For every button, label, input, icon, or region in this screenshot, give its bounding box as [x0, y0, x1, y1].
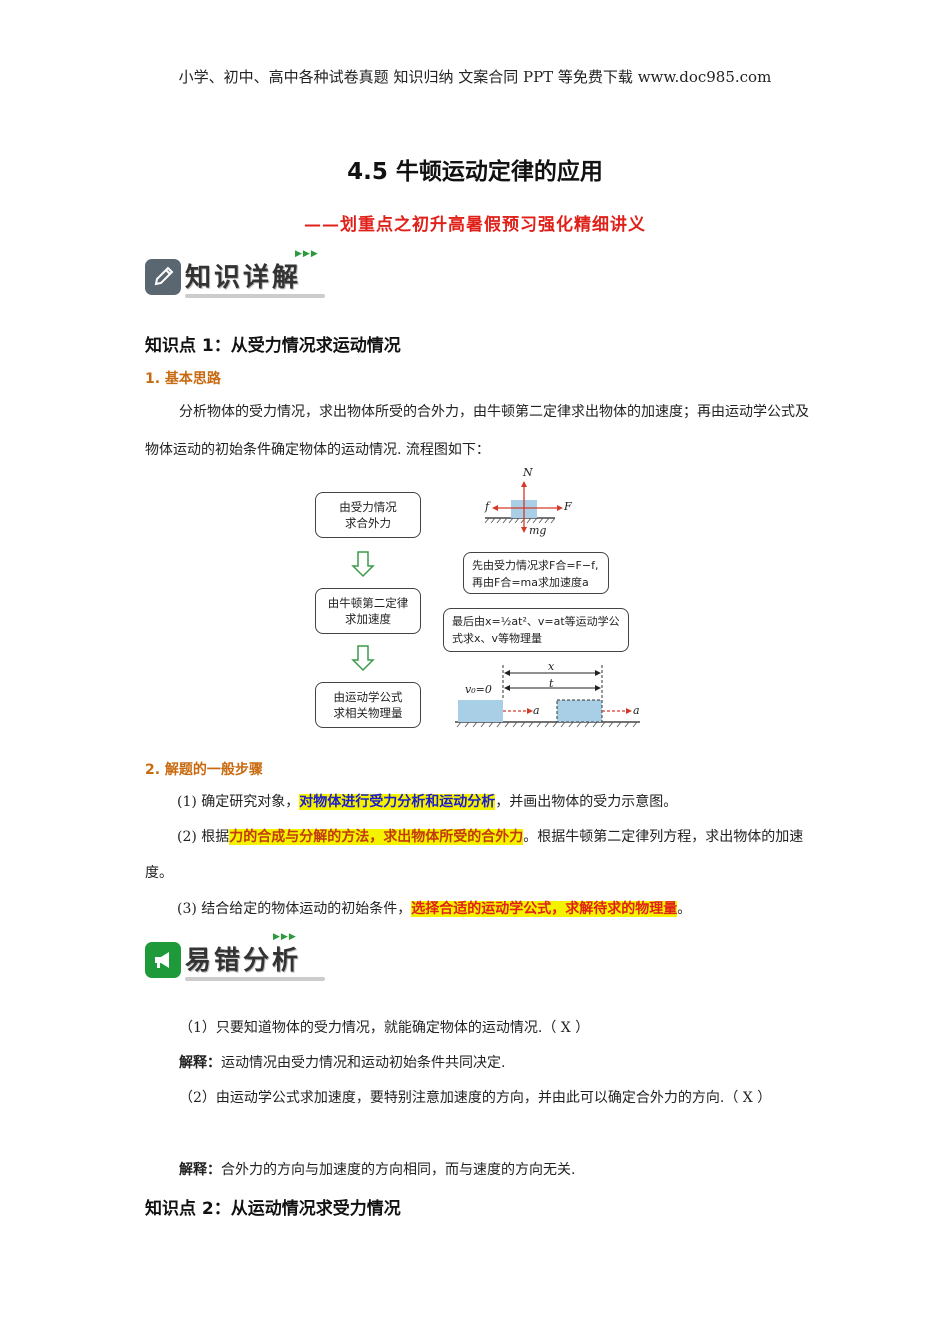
- error-answer-2: 解释：合外力的方向与加速度的方向相同，而与速度的方向无关.: [179, 1162, 576, 1178]
- banner-knowledge-detail: 知识详解 ▶▶▶: [145, 249, 345, 301]
- flow-box-newton-second-law: 由牛顿第二定律求加速度: [315, 588, 421, 634]
- basic-approach-paragraph: 分析物体的受力情况，求出物体所受的合外力，由牛顿第二定律求出物体的加速度；再由运…: [145, 404, 809, 458]
- label-normal-force: N: [523, 466, 533, 479]
- step-1: (1) 确定研究对象，对物体进行受力分析和运动分析，并画出物体的受力示意图。: [177, 794, 678, 810]
- label-displacement: x: [548, 660, 555, 673]
- error-question-1: （1）只要知道物体的受力情况，就能确定物体的运动情况.（ X ）: [179, 1020, 590, 1036]
- banner-label: 知识详解: [185, 263, 302, 293]
- knowledge-point-1-title: 知识点 1：从受力情况求运动情况: [145, 336, 401, 356]
- error-question-2: （2）由运动学公式求加速度，要特别注意加速度的方向，并由此可以确定合外力的方向.…: [179, 1090, 772, 1106]
- highlight-step-2: 力的合成与分解的方法，求出物体所受的合外力: [229, 829, 524, 845]
- triangle-decor-icon: ▶▶▶: [273, 932, 297, 942]
- label-acceleration-2: a: [633, 704, 640, 717]
- page-title: 4.5 牛顿运动定律的应用: [347, 159, 603, 185]
- highlight-step-3: 选择合适的运动学公式，求解待求的物理量: [411, 901, 678, 917]
- triangle-decor-icon: ▶▶▶: [295, 249, 319, 259]
- knowledge-point-2-title: 知识点 2：从运动情况求受力情况: [145, 1199, 401, 1219]
- banner-underline: [185, 977, 325, 981]
- flow-box-force-to-net-force: 由受力情况求合外力: [315, 492, 421, 538]
- error-answer-1: 解释：运动情况由受力情况和运动初始条件共同决定.: [179, 1055, 506, 1071]
- highlight-step-1: 对物体进行受力分析和运动分析: [299, 794, 496, 810]
- label-acceleration-1: a: [533, 704, 540, 717]
- pencil-icon: [145, 259, 181, 295]
- callout-kinematics: 最后由x=½at²、v=at等运动学公式求x、v等物理量: [443, 608, 629, 652]
- section-general-steps: 2. 解题的一般步骤: [145, 762, 263, 778]
- page-subtitle: ——划重点之初升高暑假预习强化精细讲义: [304, 215, 646, 235]
- label-friction: f: [485, 500, 490, 513]
- step-2: (2) 根据力的合成与分解的方法，求出物体所受的合外力。根据牛顿第二定律列方程，…: [145, 829, 804, 881]
- banner-error-analysis: 易错分析 ▶▶▶: [145, 932, 345, 984]
- site-header: 小学、初中、高中各种试卷真题 知识归纳 文案合同 PPT 等免费下载 www.d…: [178, 68, 772, 86]
- callout-net-force: 先由受力情况求F合=F−f,再由F合=ma求加速度a: [463, 552, 609, 594]
- banner-label: 易错分析: [185, 946, 302, 976]
- section-basic-approach: 1. 基本思路: [145, 371, 221, 387]
- label-initial-velocity: v₀=0: [465, 683, 492, 696]
- label-gravity: mg: [529, 524, 547, 537]
- flow-diagram: 由受力情况求合外力 由牛顿第二定律求加速度 由运动学公式求相关物理量 先由受力情…: [305, 466, 650, 735]
- banner-underline: [185, 294, 325, 298]
- step-3: (3) 结合给定的物体运动的初始条件，选择合适的运动学公式，求解待求的物理量。: [177, 901, 692, 917]
- megaphone-icon: [145, 942, 181, 978]
- label-applied-force: F: [564, 500, 572, 513]
- flow-box-kinematics: 由运动学公式求相关物理量: [315, 682, 421, 728]
- label-time: t: [549, 677, 554, 690]
